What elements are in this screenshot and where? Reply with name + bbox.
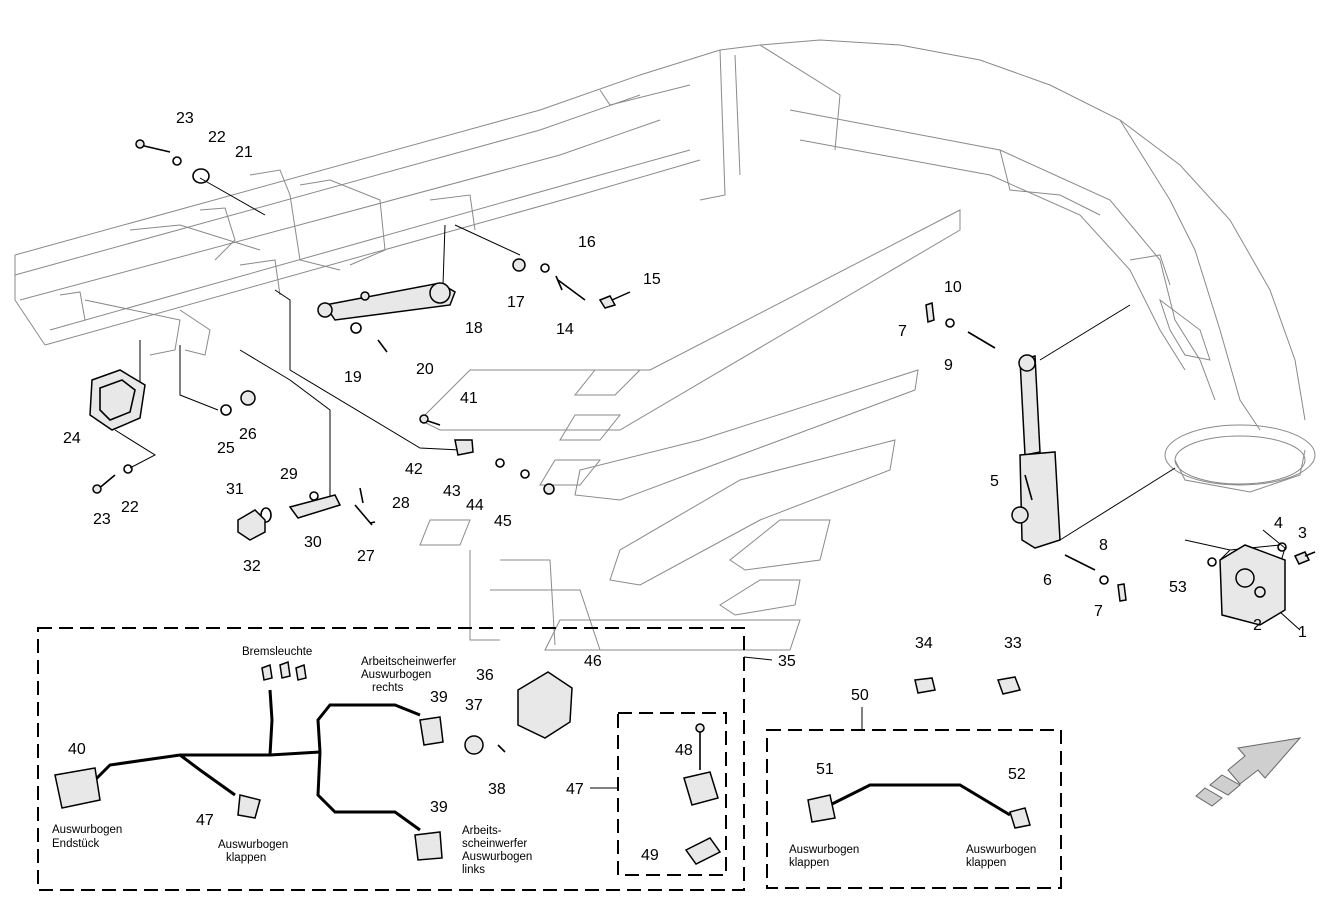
label-aw-rechts-1: Arbeitscheinwerfer (361, 656, 456, 668)
callout-27: 27 (357, 548, 375, 565)
callout-16: 16 (578, 234, 596, 251)
label-aw-rechts-2: Auswurbogen (361, 669, 431, 681)
machine-frame-ghost (14, 39, 1316, 493)
callout-8: 8 (1099, 537, 1108, 554)
callout-9: 9 (944, 357, 953, 374)
label-klappen-51-2: klappen (789, 857, 829, 869)
callout-34: 34 (915, 635, 933, 652)
label-aw-links-2: scheinwerfer (462, 838, 527, 850)
callout-45: 45 (494, 513, 512, 530)
cable-drawing (807, 783, 1031, 829)
label-aw-links-4: links (462, 864, 485, 876)
callout-38: 38 (488, 781, 506, 798)
cable-kit-box (766, 729, 1062, 889)
callout-21: 21 (235, 144, 253, 161)
callout-14: 14 (556, 321, 574, 338)
watermark-chevrons (419, 209, 961, 651)
callout-23a: 23 (176, 110, 194, 127)
callout-25: 25 (217, 440, 235, 457)
callout-37: 37 (465, 697, 483, 714)
callout-5: 5 (990, 473, 999, 490)
callout-52: 52 (1008, 766, 1026, 783)
label-aw-links-1: Arbeits- (462, 825, 502, 837)
harness-drawing (54, 660, 573, 861)
callout-36: 36 (476, 667, 494, 684)
callout-30: 30 (304, 534, 322, 551)
callout-17: 17 (507, 294, 525, 311)
callout-24: 24 (63, 430, 81, 447)
callout-39b: 39 (430, 799, 448, 816)
callout-35: 35 (778, 653, 796, 670)
callout-4: 4 (1274, 515, 1283, 532)
callout-26: 26 (239, 426, 257, 443)
callout-49: 49 (641, 847, 659, 864)
label-endstueck-1: Auswurbogen (52, 824, 122, 836)
callout-22a: 22 (208, 129, 226, 146)
callout-53: 53 (1169, 579, 1187, 596)
part-drawings (89, 139, 1316, 695)
valve-drawing (683, 723, 722, 865)
callout-46: 46 (584, 653, 602, 670)
callout-41: 41 (460, 390, 478, 407)
callout-20: 20 (416, 361, 434, 378)
direction-arrow-icon (1195, 737, 1302, 807)
component-labels: Bremsleuchte Arbeitscheinwerfer Auswurbo… (52, 646, 1036, 876)
callout-42: 42 (405, 461, 423, 478)
label-klappen-51-1: Auswurbogen (789, 844, 859, 856)
callout-48: 48 (675, 742, 693, 759)
callout-1: 1 (1298, 624, 1307, 641)
label-klappen-52-1: Auswurbogen (966, 844, 1036, 856)
callout-51: 51 (816, 761, 834, 778)
callout-7b: 7 (1094, 603, 1103, 620)
label-bremsleuchte: Bremsleuchte (242, 646, 312, 658)
callout-3: 3 (1298, 525, 1307, 542)
callout-18: 18 (465, 320, 483, 337)
callout-19: 19 (344, 369, 362, 386)
callout-47b: 47 (566, 781, 584, 798)
label-klappen-52-2: klappen (966, 857, 1006, 869)
callout-2: 2 (1253, 617, 1262, 634)
callout-39a: 39 (430, 689, 448, 706)
callout-6: 6 (1043, 572, 1052, 589)
callout-50: 50 (851, 687, 869, 704)
callout-31: 31 (226, 481, 244, 498)
label-klappen-harness-2: klappen (226, 852, 266, 864)
callout-28: 28 (392, 495, 410, 512)
label-endstueck-2: Endstück (52, 838, 100, 850)
callout-22b: 22 (121, 499, 139, 516)
label-klappen-harness-1: Auswurbogen (218, 839, 288, 851)
callout-numbers: 1 2 3 4 5 6 7 7 8 9 10 14 15 16 17 18 19… (63, 110, 1307, 864)
callout-40: 40 (68, 741, 86, 758)
callout-44: 44 (466, 497, 484, 514)
callout-47a: 47 (196, 812, 214, 829)
callout-7a: 7 (898, 323, 907, 340)
callout-29: 29 (280, 466, 298, 483)
callout-15: 15 (643, 271, 661, 288)
valve-kit-box (617, 712, 727, 876)
callout-33: 33 (1004, 635, 1022, 652)
label-aw-rechts-3: rechts (372, 682, 404, 694)
callout-32: 32 (243, 558, 261, 575)
callout-23b: 23 (93, 511, 111, 528)
callout-10: 10 (944, 279, 962, 296)
label-aw-links-3: Auswurbogen (462, 851, 532, 863)
callout-43: 43 (443, 483, 461, 500)
leader-lines (114, 177, 1301, 631)
